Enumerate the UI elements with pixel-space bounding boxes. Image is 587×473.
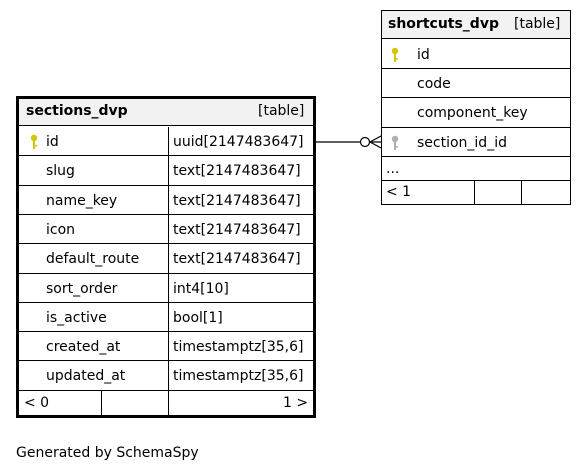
shortcuts-footer-divider-left: [474, 181, 475, 204]
crows-foot-lower: [369, 141, 382, 149]
sections-column-type: uuid[2147483647]: [173, 134, 304, 150]
foreign-key-icon: [390, 135, 400, 155]
sections-column-type: timestamptz[35,6]: [173, 368, 304, 384]
sections-column-name[interactable]: default_route: [46, 251, 140, 267]
shortcuts-table-kind: [table]: [514, 16, 561, 32]
generated-by-label: Generated by SchemaSpy: [16, 445, 199, 461]
shortcuts-column-name[interactable]: code: [417, 76, 451, 92]
sections-column-divider: [168, 332, 169, 361]
sections-column-divider: [168, 186, 169, 215]
sections-table-header: [19, 99, 313, 126]
shortcuts-ellipsis: ...: [386, 161, 400, 177]
sections-row-divider: [19, 155, 313, 156]
shortcuts-row-divider: [382, 97, 570, 98]
sections-column-type: text[2147483647]: [173, 251, 301, 267]
sections-column-name[interactable]: is_active: [46, 310, 107, 326]
sections-column-name[interactable]: name_key: [46, 193, 118, 209]
shortcuts-row-divider: [382, 156, 570, 157]
shortcuts-footer-left: < 1: [386, 184, 412, 200]
sections-row-divider: [19, 360, 313, 361]
sections-table-frame: [16, 96, 316, 418]
crows-foot-upper: [369, 135, 382, 143]
sections-column-type: text[2147483647]: [173, 163, 301, 179]
sections-table-kind: [table]: [258, 103, 305, 119]
shortcuts-row-divider: [382, 68, 570, 69]
shortcuts-column-name[interactable]: component_key: [417, 105, 528, 121]
shortcuts-table-header: [382, 11, 570, 39]
sections-footer-right: 1 >: [283, 395, 309, 411]
sections-row-divider: [19, 243, 313, 244]
sections-column-type: text[2147483647]: [173, 222, 301, 238]
sections-row-divider: [19, 302, 313, 303]
sections-column-divider: [168, 127, 169, 156]
shortcuts-row-divider: [382, 127, 570, 128]
sections-column-name[interactable]: sort_order: [46, 281, 118, 297]
sections-column-divider: [168, 274, 169, 303]
sections-column-name[interactable]: updated_at: [46, 368, 126, 384]
sections-column-divider: [168, 244, 169, 273]
sections-row-divider: [19, 331, 313, 332]
shortcuts-column-name[interactable]: id: [417, 47, 430, 63]
primary-key-icon: [29, 134, 39, 154]
sections-footer-left: < 0: [24, 395, 50, 411]
sections-column-type: text[2147483647]: [173, 193, 301, 209]
sections-column-type: int4[10]: [173, 281, 229, 297]
shortcuts-table-title: shortcuts_dvp: [388, 16, 499, 32]
sections-column-type: timestamptz[35,6]: [173, 339, 304, 355]
shortcuts-ellipsis-divider: [382, 180, 570, 181]
sections-row-divider: [19, 273, 313, 274]
sections-row-divider: [19, 390, 313, 391]
sections-column-name[interactable]: slug: [46, 163, 75, 179]
sections-footer-divider-left: [101, 390, 102, 416]
primary-key-icon: [390, 47, 400, 67]
sections-column-divider: [168, 156, 169, 185]
sections-column-divider: [168, 361, 169, 390]
sections-column-name[interactable]: id: [46, 134, 59, 150]
sections-row-divider: [19, 185, 313, 186]
sections-column-divider: [168, 303, 169, 332]
shortcuts-column-name[interactable]: section_id_id: [417, 135, 507, 151]
sections-column-name[interactable]: icon: [46, 222, 76, 238]
sections-footer-divider-right: [168, 390, 169, 416]
shortcuts-footer-divider-right: [521, 181, 522, 204]
sections-table-title: sections_dvp: [26, 103, 128, 119]
zero-optional-circle: [359, 136, 371, 148]
sections-column-name[interactable]: created_at: [46, 339, 121, 355]
sections-column-divider: [168, 215, 169, 244]
sections-row-divider: [19, 214, 313, 215]
shortcuts-table-frame: [381, 10, 571, 205]
sections-column-type: bool[1]: [173, 310, 223, 326]
